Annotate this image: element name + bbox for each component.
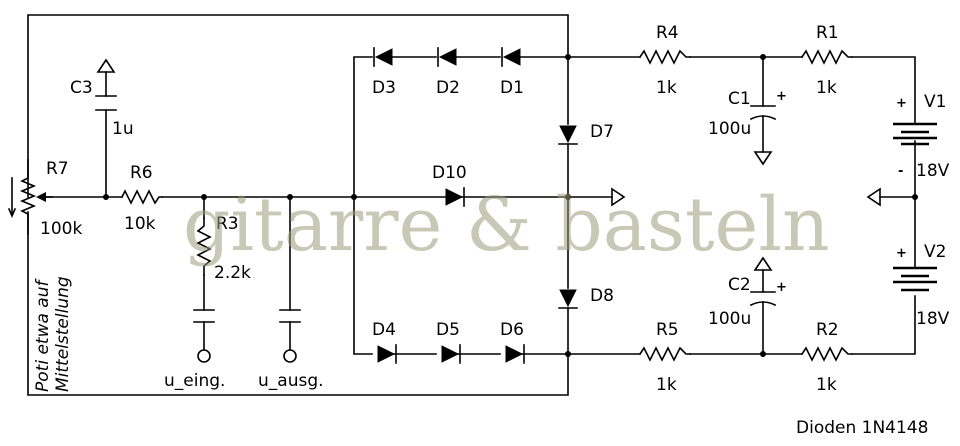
resistor-r1: [800, 49, 853, 65]
r6-name: R6: [130, 163, 153, 183]
diode-d5: [441, 344, 461, 364]
d8-label: D8: [590, 286, 614, 306]
v1-value: 18V: [916, 161, 950, 181]
c2-value: 100u: [708, 309, 751, 329]
r3-value: 2.2k: [214, 263, 251, 283]
resistor-r6: [120, 189, 163, 205]
c1-name: C1: [728, 89, 751, 109]
d3-label: D3: [372, 78, 396, 98]
diode-d6: [505, 344, 525, 364]
d2-label: D2: [436, 78, 460, 98]
diode-d1: [501, 47, 521, 67]
diode-d4: [377, 344, 397, 364]
c1-plus: +: [776, 89, 787, 104]
r1-value: 1k: [816, 78, 837, 98]
c2-plus: +: [776, 280, 787, 295]
diode-type-note: Dioden 1N4148: [796, 418, 928, 438]
capacitor-c3: [95, 58, 117, 111]
output-terminal-label: u_ausg.: [258, 371, 324, 391]
c2-name: C2: [728, 275, 751, 295]
r7-value: 100k: [40, 219, 82, 239]
input-terminal-label: u_eing.: [164, 371, 225, 391]
r5-value: 1k: [656, 375, 677, 395]
resistor-r4: [638, 49, 691, 65]
d5-label: D5: [436, 320, 460, 340]
v2-plus: +: [896, 246, 907, 261]
r7-name: R7: [46, 159, 69, 179]
c1-value: 100u: [708, 119, 751, 139]
output-coupling-cap: [279, 309, 301, 363]
resistor-r3: [196, 217, 212, 276]
resistor-r5: [638, 346, 691, 362]
r2-name: R2: [816, 320, 839, 340]
capacitor-c1: [749, 105, 777, 166]
watermark: gitarre & basteln: [183, 182, 830, 268]
pot-note-line1: Poti etwa auf: [33, 278, 53, 392]
r4-value: 1k: [656, 78, 677, 98]
r1-name: R1: [816, 23, 839, 43]
output-ground-arrow: [611, 187, 626, 207]
diode-d10: [445, 187, 465, 207]
resistor-r2: [800, 346, 853, 362]
supply-ground-arrow: [866, 187, 881, 207]
diode-d2: [437, 47, 457, 67]
battery-v1: [893, 122, 937, 146]
diode-d7: [558, 125, 578, 145]
pot-note-line2: Mittelstellung: [53, 276, 73, 392]
potentiometer-r7: [7, 159, 53, 235]
d4-label: D4: [372, 320, 396, 340]
d7-label: D7: [590, 122, 614, 142]
v2-value: 18V: [916, 309, 950, 329]
wires: [27, 14, 916, 396]
r6-value: 10k: [124, 214, 156, 234]
diode-d8: [558, 289, 578, 309]
d1-label: D1: [500, 78, 524, 98]
diode-d3: [373, 47, 393, 67]
capacitor-c2: [749, 256, 777, 307]
r3-name: R3: [216, 214, 239, 234]
r2-value: 1k: [816, 375, 837, 395]
c3-name: C3: [70, 78, 93, 98]
input-coupling-cap: [193, 309, 215, 363]
d10-label: D10: [432, 163, 467, 183]
v1-name: V1: [924, 92, 946, 112]
battery-v2: [893, 266, 937, 292]
v2-name: V2: [924, 242, 946, 262]
junction-dots: [103, 54, 918, 357]
v1-plus: +: [896, 96, 907, 111]
d6-label: D6: [500, 320, 524, 340]
c3-value: 1u: [112, 119, 134, 139]
r4-name: R4: [656, 23, 679, 43]
r5-name: R5: [656, 320, 679, 340]
v1-minus: -: [898, 164, 903, 179]
